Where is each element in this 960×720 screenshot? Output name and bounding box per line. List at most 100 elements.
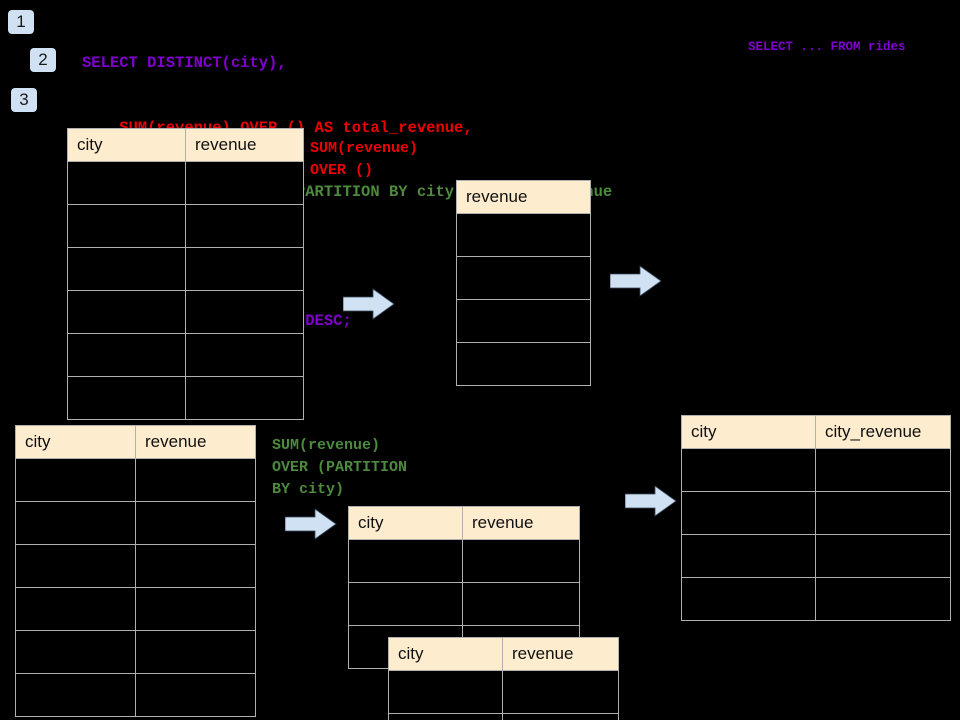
table-row <box>15 501 256 545</box>
table-cell <box>185 333 304 377</box>
table-cell <box>502 670 619 714</box>
table-row <box>388 713 619 720</box>
table-cell <box>681 491 816 535</box>
table-total-revenue: revenue <box>456 180 591 386</box>
table-cell <box>815 534 951 578</box>
table-cell <box>388 713 503 720</box>
table-cell <box>67 247 186 291</box>
table-source-bottom: city revenue <box>15 425 256 717</box>
table-row <box>67 333 304 377</box>
table-cell <box>462 539 580 583</box>
table-header-row: city revenue <box>388 637 619 671</box>
table-cell <box>67 161 186 205</box>
column-header-city: city <box>388 637 503 671</box>
table-row <box>15 673 256 717</box>
table-cell <box>185 376 304 420</box>
table-cell <box>67 204 186 248</box>
table-row <box>456 213 591 257</box>
column-header-revenue: revenue <box>185 128 304 162</box>
column-header-city: city <box>67 128 186 162</box>
step-badge-2: 2 <box>30 48 56 72</box>
table-row <box>681 577 951 621</box>
table-cell <box>67 376 186 420</box>
table-header-row: city revenue <box>15 425 256 459</box>
column-header-city: city <box>15 425 136 459</box>
table-cell <box>185 247 304 291</box>
table-cell <box>388 670 503 714</box>
table-row <box>67 376 304 420</box>
table-cell <box>456 213 591 257</box>
column-header-revenue: revenue <box>502 637 619 671</box>
table-cell <box>502 713 619 720</box>
table-cell <box>185 161 304 205</box>
table-cell <box>135 630 256 674</box>
table-header-row: revenue <box>456 180 591 214</box>
column-header-city: city <box>681 415 816 449</box>
arrow-partition-to-result <box>625 485 677 517</box>
table-row <box>348 582 580 626</box>
table-row <box>15 458 256 502</box>
column-header-revenue: revenue <box>456 180 591 214</box>
annotation-city-revenue: SUM(revenue) OVER (PARTITION BY city) <box>272 437 408 498</box>
table-cell <box>462 582 580 626</box>
table-row <box>67 161 304 205</box>
table-header-row: city city_revenue <box>681 415 951 449</box>
arrow-source-to-total <box>343 288 395 320</box>
table-result: city city_revenue <box>681 415 951 621</box>
table-row <box>388 670 619 714</box>
table-cell <box>15 458 136 502</box>
column-header-revenue: revenue <box>462 506 580 540</box>
table-cell <box>135 673 256 717</box>
table-cell <box>15 630 136 674</box>
table-cell <box>456 342 591 386</box>
table-header-row: city revenue <box>67 128 304 162</box>
table-row <box>67 247 304 291</box>
table-header-row: city revenue <box>348 506 580 540</box>
table-row <box>681 534 951 578</box>
table-cell <box>67 333 186 377</box>
table-cell <box>67 290 186 334</box>
table-cell <box>15 587 136 631</box>
table-cell <box>456 256 591 300</box>
column-header-city: city <box>348 506 463 540</box>
table-cell <box>456 299 591 343</box>
table-cell <box>815 491 951 535</box>
table-row <box>456 342 591 386</box>
table-row <box>15 587 256 631</box>
table-row <box>67 290 304 334</box>
table-cell <box>15 673 136 717</box>
table-cell <box>15 501 136 545</box>
side-note-select-from-rides: SELECT ... FROM rides <box>748 40 906 54</box>
table-cell <box>135 458 256 502</box>
table-cell <box>681 448 816 492</box>
table-cell <box>135 544 256 588</box>
table-cell <box>15 544 136 588</box>
column-header-city-revenue: city_revenue <box>815 415 951 449</box>
annotation-total-revenue: SUM(revenue) OVER () <box>310 140 419 179</box>
table-cell <box>185 290 304 334</box>
table-row <box>456 256 591 300</box>
step-badge-1: 1 <box>8 10 34 34</box>
table-row <box>681 448 951 492</box>
table-cell <box>135 587 256 631</box>
table-cell <box>681 534 816 578</box>
table-cell <box>348 582 463 626</box>
column-header-revenue: revenue <box>135 425 256 459</box>
table-partition-front: city revenue <box>388 637 619 720</box>
table-cell <box>135 501 256 545</box>
table-cell <box>681 577 816 621</box>
table-cell <box>185 204 304 248</box>
table-row <box>348 539 580 583</box>
arrow-total-to-result <box>610 265 662 297</box>
table-row <box>15 544 256 588</box>
table-row <box>681 491 951 535</box>
table-row <box>15 630 256 674</box>
table-cell <box>815 577 951 621</box>
table-row <box>456 299 591 343</box>
table-cell <box>815 448 951 492</box>
table-row <box>67 204 304 248</box>
table-cell <box>348 539 463 583</box>
table-partition-back: city revenue <box>348 506 580 669</box>
table-source-top: city revenue <box>67 128 304 420</box>
